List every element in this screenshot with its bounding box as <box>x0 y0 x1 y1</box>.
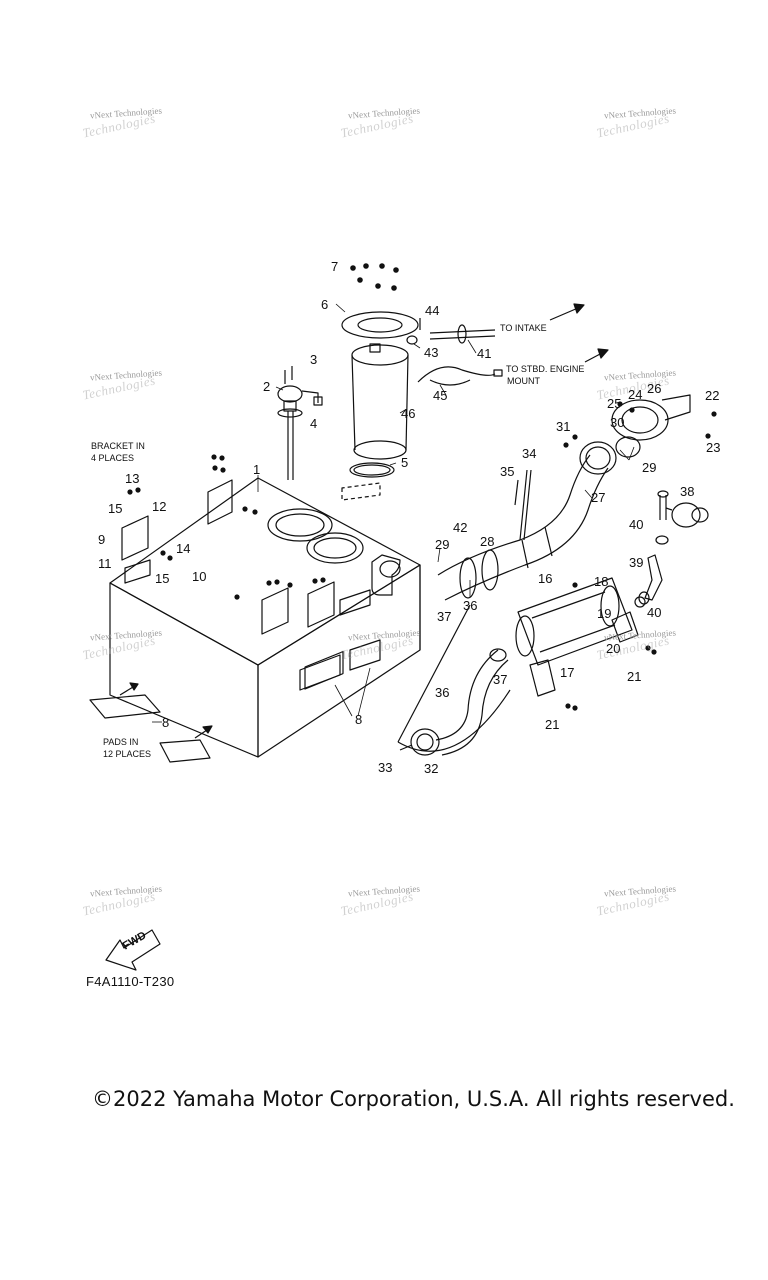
callout-12: 12 <box>152 499 167 514</box>
callout-14: 14 <box>176 541 191 556</box>
fuel-hose <box>406 318 503 386</box>
callout-5: 5 <box>401 455 409 470</box>
callout-43: 43 <box>424 345 439 360</box>
bolt-set <box>127 401 717 711</box>
callout-29: 29 <box>642 460 657 475</box>
figure-code: F4A1110-T230 <box>86 974 175 989</box>
callout-29: 29 <box>435 537 450 552</box>
callout-22: 22 <box>705 388 720 403</box>
callout-41: 41 <box>477 346 492 361</box>
note-to-intake: TO INTAKE <box>500 323 547 333</box>
callout-24: 24 <box>628 387 643 402</box>
callout-42: 42 <box>453 520 468 535</box>
callout-32: 32 <box>424 761 439 776</box>
callout-40: 40 <box>629 517 644 532</box>
fwd-arrow-icon <box>105 929 161 971</box>
callout-26: 26 <box>647 381 662 396</box>
copyright-notice: ©2022 Yamaha Motor Corporation, U.S.A. A… <box>92 1087 735 1111</box>
note-to-stbd-line1: TO STBD. ENGINE <box>506 364 585 374</box>
leader-lines <box>152 303 635 723</box>
callout-21: 21 <box>545 717 560 732</box>
callout-1: 1 <box>253 462 261 477</box>
fuel-tank <box>109 477 421 758</box>
callout-33: 33 <box>378 760 393 775</box>
callout-45: 45 <box>433 388 448 403</box>
callout-28: 28 <box>480 534 495 549</box>
callout-40: 40 <box>647 605 662 620</box>
callout-13: 13 <box>125 471 140 486</box>
callout-11: 11 <box>98 556 112 571</box>
callout-2: 2 <box>263 379 271 394</box>
callout-36: 36 <box>463 598 478 613</box>
callout-44: 44 <box>425 303 440 318</box>
callout-19: 19 <box>597 606 612 621</box>
callout-25: 25 <box>607 396 622 411</box>
callout-37: 37 <box>437 609 452 624</box>
callout-4: 4 <box>310 416 318 431</box>
callout-17: 17 <box>560 665 575 680</box>
callout-20: 20 <box>606 641 621 656</box>
callout-34: 34 <box>522 446 537 461</box>
callout-15: 15 <box>108 501 123 516</box>
note-pads-line2: 12 PLACES <box>103 749 152 759</box>
callout-8: 8 <box>355 712 363 727</box>
callout-37: 37 <box>493 672 508 687</box>
callout-18: 18 <box>594 574 609 589</box>
callout-35: 35 <box>500 464 515 479</box>
callout-6: 6 <box>321 297 329 312</box>
pad-parts <box>89 682 213 763</box>
fuel-pump-canister <box>341 263 419 501</box>
note-bracket-line2: 4 PLACES <box>91 453 135 463</box>
callout-15: 15 <box>155 571 170 586</box>
callout-38: 38 <box>680 484 695 499</box>
callout-21: 21 <box>627 669 642 684</box>
note-pads-line1: PADS IN <box>103 737 139 747</box>
callout-16: 16 <box>538 571 553 586</box>
callout-27: 27 <box>591 490 606 505</box>
callout-3: 3 <box>310 352 318 367</box>
direction-arrows <box>549 303 609 363</box>
tee-fitting <box>638 490 709 605</box>
support-bracket <box>514 469 532 541</box>
vent-hose <box>397 604 511 756</box>
fuel-sender-unit <box>277 366 323 480</box>
callout-30: 30 <box>610 415 625 430</box>
callout-39: 39 <box>629 555 644 570</box>
callout-46: 46 <box>401 406 416 421</box>
callout-23: 23 <box>706 440 721 455</box>
note-bracket-line1: BRACKET IN <box>91 441 145 451</box>
callout-8: 8 <box>162 715 170 730</box>
note-to-stbd-line2: MOUNT <box>507 376 540 386</box>
fuel-filter <box>515 577 646 697</box>
callout-7: 7 <box>331 259 339 274</box>
callout-31: 31 <box>556 419 571 434</box>
callout-9: 9 <box>98 532 106 547</box>
callout-36: 36 <box>435 685 450 700</box>
filler-hose <box>437 394 691 601</box>
callout-10: 10 <box>192 569 207 584</box>
